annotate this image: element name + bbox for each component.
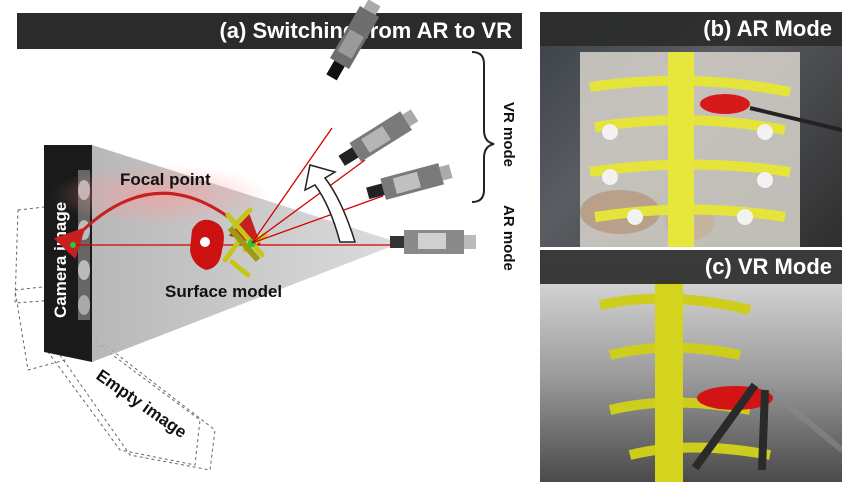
panel-b-header: (b) AR Mode <box>540 12 842 46</box>
empty-image-label: Empty image <box>93 366 191 442</box>
panel-c-header: (c) VR Mode <box>540 250 842 284</box>
ar-mode-label: AR mode <box>500 205 517 271</box>
surface-model <box>190 207 268 278</box>
vr-scene <box>598 280 842 482</box>
panel-c-title: (c) VR Mode <box>704 254 832 279</box>
ar-camera <box>390 230 476 254</box>
ar-mode-image <box>540 12 842 247</box>
focal-point-label: Focal point <box>120 170 211 189</box>
ray-vr-2 <box>251 159 366 244</box>
camera-image-label: Camera image <box>51 202 70 318</box>
vr-camera-3 <box>366 163 453 200</box>
vr-camera-2 <box>338 109 419 166</box>
switch-arrow <box>303 164 357 243</box>
vr-mode-label: VR mode <box>500 102 517 167</box>
vr-camera-1 <box>326 0 381 81</box>
surface-model-label: Surface model <box>165 282 282 301</box>
panel-b-title: (b) AR Mode <box>703 16 832 41</box>
ray-vr-1 <box>251 127 333 244</box>
vr-mode-image <box>540 250 842 482</box>
ray-vr-3 <box>251 195 384 244</box>
ar-scene <box>580 52 842 247</box>
vr-mode-bracket <box>471 51 495 203</box>
camera-focal-marker <box>70 242 76 248</box>
